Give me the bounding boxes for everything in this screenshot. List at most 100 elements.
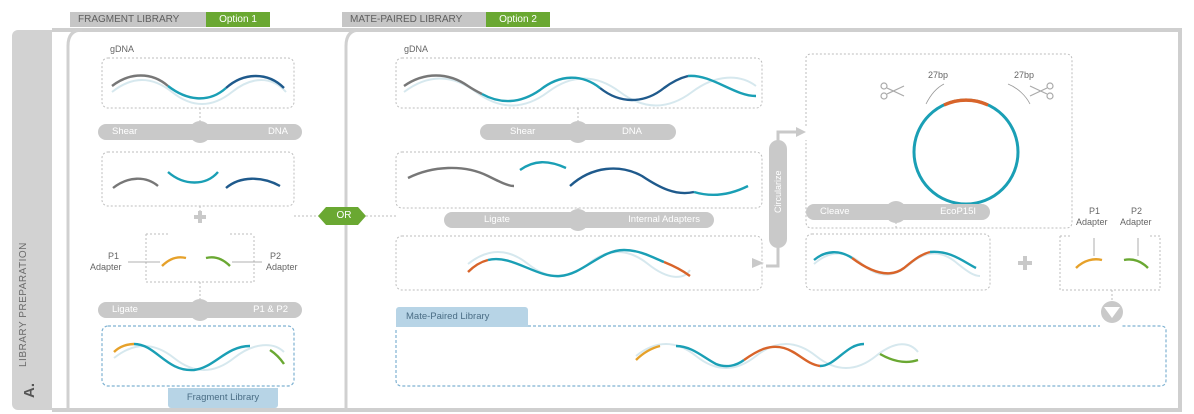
mate-gdna-gray — [403, 74, 483, 96]
mate-ligated-strand-pale — [467, 251, 691, 278]
circularize-arrow-in — [752, 258, 764, 268]
cleave-right-label: EcoP15I — [940, 206, 976, 217]
fragment-p2-label-line2: Adapter — [266, 262, 298, 272]
outer-frame — [52, 28, 1182, 412]
fragment-p1-adapter — [161, 256, 187, 267]
circle-box — [805, 53, 1073, 229]
circularize-label: Circularize — [773, 170, 783, 214]
fragment-sheared-navy — [225, 177, 281, 189]
scissors-right-icon — [1029, 82, 1054, 100]
mate-p2-label-line1: P2 — [1131, 206, 1143, 216]
mate-library-strand-pale — [635, 343, 919, 369]
cleaved-teal-1 — [813, 251, 853, 261]
fragment-library-label: Fragment Library — [168, 388, 278, 408]
fragment-sheared-box — [101, 151, 295, 207]
fragment-sheared-teal — [167, 171, 219, 184]
mate-gdna-teal-2 — [687, 74, 757, 98]
scissors-left-icon — [880, 82, 905, 100]
cleaved-teal-2 — [929, 250, 977, 270]
mate-ligate-left-label: Ligate — [484, 214, 510, 225]
mate-library-teal-2 — [819, 342, 865, 368]
mate-library-orange — [743, 345, 821, 368]
mate-sheared-teal-1 — [519, 161, 567, 171]
cleaved-box — [805, 233, 991, 291]
mate-p2-label-line2: Adapter — [1120, 217, 1152, 227]
mate-ligated-orange-1 — [467, 258, 489, 273]
bp-left-arrow — [925, 83, 945, 105]
fragment-shear-left-label: Shear — [112, 126, 138, 137]
mate-library-teal-1 — [675, 344, 745, 368]
fragment-library-box — [101, 325, 295, 387]
sidebar — [12, 30, 52, 410]
or-badge-label: OR — [336, 210, 352, 221]
mate-p2-adapter — [1123, 258, 1149, 269]
mate-ligated-orange-2 — [663, 260, 691, 277]
mate-sheared-navy — [569, 167, 695, 195]
mate-plus-icon — [1018, 256, 1032, 270]
mate-shear-right-label: DNA — [621, 126, 642, 137]
circularize-path-up — [776, 130, 798, 140]
bp-right-arrow — [1007, 83, 1031, 105]
tab-fragment-library: FRAGMENT LIBRARY — [70, 12, 206, 27]
mate-shear-left-label: Shear — [510, 126, 536, 137]
mate-ligate-pill: Ligate Internal Adapters — [444, 212, 714, 228]
mate-gdna-navy — [599, 74, 689, 102]
fragment-p1-label-line1: P1 — [108, 251, 120, 261]
fragment-plus-icon — [194, 211, 206, 223]
mate-adapter-box — [1059, 236, 1161, 291]
mate-library-green — [879, 352, 919, 364]
mate-panel-frame — [344, 28, 361, 410]
mate-shear-pill: Shear DNA — [480, 124, 676, 140]
fragment-ligate-pill: Ligate P1 & P2 — [98, 302, 302, 318]
fragment-gdna-strand-navy — [225, 74, 285, 89]
fragment-p1-label-line2: Adapter — [90, 262, 122, 272]
fragment-library-teal — [133, 342, 251, 372]
mate-ligate-right-label: Internal Adapters — [628, 214, 700, 225]
mate-library-box — [395, 325, 1167, 387]
mate-gdna-box — [395, 57, 763, 109]
cleaved-orange — [851, 250, 931, 275]
circularize-bar — [769, 140, 787, 248]
mate-p1-adapter — [1075, 258, 1103, 269]
fragment-gdna-box — [101, 57, 295, 109]
tab-mate-paired-library: MATE-PAIRED LIBRARY — [342, 12, 486, 27]
fragment-shear-pill: Shear DNA — [98, 124, 302, 140]
mate-ligated-teal — [487, 248, 665, 278]
fragment-ligate-left-label: Ligate — [112, 304, 138, 315]
cleave-pill: Cleave EcoP15I — [806, 204, 990, 220]
mate-p1-label-line2: Adapter — [1076, 217, 1108, 227]
fragment-p2-adapter — [205, 256, 231, 267]
fragment-p2-label-line1: P2 — [270, 251, 282, 261]
fragment-gdna-strand-teal — [167, 85, 227, 100]
bp-right-label: 27bp — [1014, 70, 1035, 80]
mate-ligated-box — [395, 235, 763, 291]
mate-library-gold — [635, 344, 661, 361]
fragment-ligate-right-label: P1 & P2 — [253, 304, 288, 315]
mate-p1-label-line1: P1 — [1089, 206, 1101, 216]
fragment-gdna-strand-pale — [111, 79, 287, 105]
mate-final-arrow — [1104, 307, 1120, 318]
mate-sheared-gray — [407, 166, 515, 188]
tab-option-1: Option 1 — [206, 12, 270, 27]
fragment-gdna-label: gDNA — [110, 44, 135, 54]
fragment-library-strand-pale — [113, 344, 285, 371]
mate-sheared-box — [395, 151, 763, 209]
cleave-left-label: Cleave — [820, 206, 850, 217]
circular-dna — [912, 98, 1020, 206]
fragment-gdna-strand-gray — [111, 74, 169, 87]
bp-left-label: 27bp — [928, 70, 949, 80]
fragment-adapter-box — [145, 234, 255, 283]
tab-option-2: Option 2 — [486, 12, 550, 27]
circular-dna-orange-segment — [943, 98, 989, 107]
mate-gdna-strand-pale — [403, 76, 757, 107]
circularize-arrow-out — [796, 127, 806, 137]
mate-library-label: Mate-Paired Library — [396, 307, 528, 327]
fragment-library-green — [269, 349, 285, 365]
circularize-path — [766, 248, 780, 268]
fragment-library-gold — [113, 342, 135, 353]
mate-gdna-label: gDNA — [404, 44, 429, 54]
or-badge-shape — [318, 207, 366, 225]
mate-gdna-teal-1 — [481, 76, 601, 103]
fragment-panel-frame — [66, 28, 83, 410]
